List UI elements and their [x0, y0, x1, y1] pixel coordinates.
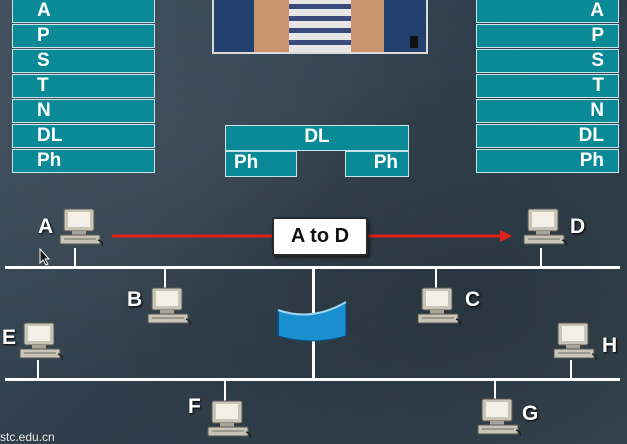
right-layer-network: N: [476, 99, 619, 123]
drop-line-d: [540, 248, 542, 267]
left-layer-session: S: [12, 49, 155, 73]
transfer-label: A to D: [272, 217, 368, 256]
bridge-physical-left: Ph: [225, 151, 297, 177]
computer-c-icon: [417, 287, 462, 326]
watermark-text: stc.edu.cn: [0, 430, 55, 444]
mouse-cursor-icon: [39, 248, 51, 266]
drop-line-e: [37, 360, 39, 379]
node-label-b: B: [127, 288, 143, 311]
computer-g-icon: [477, 398, 522, 437]
drop-line-f: [224, 381, 226, 402]
right-layer-physical: Ph: [476, 149, 619, 173]
drop-line-c: [435, 269, 437, 289]
node-label-e: E: [2, 326, 17, 349]
presenter-video-image: [214, 0, 426, 52]
presenter-video-inset: [212, 0, 428, 54]
left-layer-presentation: P: [12, 24, 155, 48]
left-layer-transport: T: [12, 74, 155, 98]
bridge-data-link-layer: DL: [225, 125, 409, 151]
computer-d-icon: [523, 208, 568, 247]
bridge-device-icon: [277, 301, 347, 342]
node-label-h: H: [602, 334, 618, 357]
drop-line-g: [494, 381, 496, 402]
computer-e-icon: [19, 322, 64, 361]
drop-line-a: [74, 248, 76, 267]
left-layer-physical: Ph: [12, 149, 155, 173]
lower-lan-bus: [5, 378, 620, 381]
right-layer-transport: T: [476, 74, 619, 98]
left-layer-application: A: [12, 0, 155, 23]
left-layer-data-link: DL: [12, 124, 155, 148]
upper-lan-bus: [5, 266, 620, 269]
computer-a-icon: [59, 208, 104, 247]
right-layer-data-link: DL: [476, 124, 619, 148]
drop-line-h: [570, 360, 572, 379]
node-label-c: C: [465, 288, 481, 311]
node-label-f: F: [188, 395, 201, 418]
right-layer-session: S: [476, 49, 619, 73]
node-label-d: D: [570, 215, 586, 238]
bridge-physical-right: Ph: [345, 151, 409, 177]
right-layer-presentation: P: [476, 24, 619, 48]
left-layer-network: N: [12, 99, 155, 123]
computer-b-icon: [147, 287, 192, 326]
node-label-g: G: [522, 402, 539, 425]
node-label-a: A: [38, 215, 54, 238]
computer-f-icon: [207, 400, 252, 439]
computer-h-icon: [553, 322, 598, 361]
right-layer-application: A: [476, 0, 619, 23]
drop-line-b: [164, 269, 166, 289]
